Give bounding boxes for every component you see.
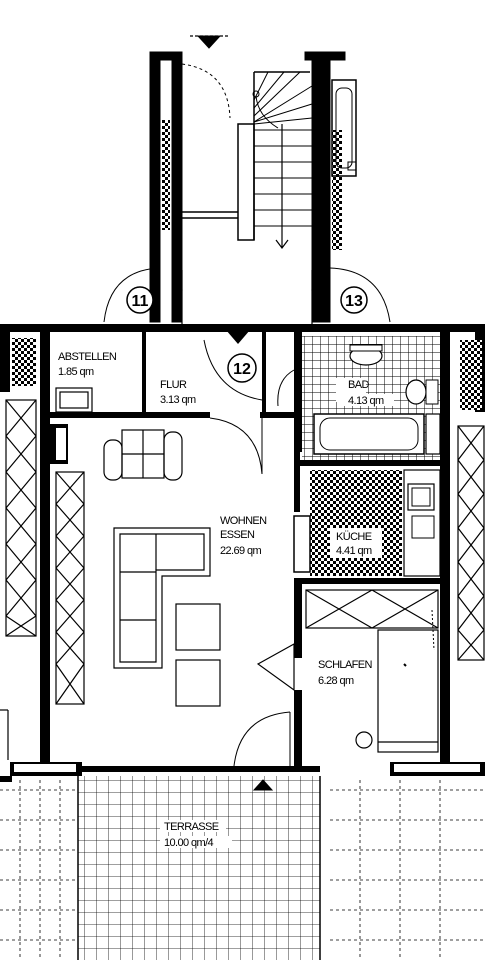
room-bad-name: BAD [348,379,369,391]
kitchen [293,469,441,577]
room-flur-area: 3.13 qm [160,394,196,406]
room-schlafen-name: SCHLAFEN [318,659,373,671]
room-wohnen-area: 22.69 qm [220,545,262,557]
dining-table [103,429,183,481]
unit-marker-11-label: 11 [132,293,149,310]
room-abstellen-area: 1.85 qm [58,366,94,378]
unit-marker-13: 13 [340,286,368,314]
exterior-walls [0,324,485,782]
door-swings [203,339,295,791]
storage-furniture [55,387,93,413]
room-abstellen-name: ABSTELLEN [58,351,117,363]
unit-marker-13-label: 13 [345,293,363,310]
interior-walls [50,332,440,770]
bedroom-furniture [305,589,439,753]
neighbor-doors [103,267,391,330]
room-schlafen-area: 6.28 qm [318,675,354,687]
room-terrasse-area: 10.00 qm/4 [164,837,214,849]
unit-marker-12-label: 12 [233,361,251,378]
room-labels: ABSTELLEN 1.85 qm FLUR 3.13 qm BAD 4.13 … [58,351,394,849]
unit-marker-11: 11 [126,286,154,314]
room-bad-area: 4.13 qm [348,395,384,407]
living-furniture [113,527,221,707]
side-elements [0,338,485,760]
room-essen-name: ESSEN [220,529,255,541]
room-wohnen-name: WOHNEN [220,515,267,527]
room-flur-name: FLUR [160,379,187,391]
room-terrasse-name: TERRASSE [164,821,219,833]
room-kueche-area: 4.41 qm [336,545,372,557]
unit-marker-12: 12 [226,330,257,383]
room-kueche-name: KÜCHE [336,531,372,543]
stairwell [149,35,357,323]
terrasse-paving [0,776,485,960]
